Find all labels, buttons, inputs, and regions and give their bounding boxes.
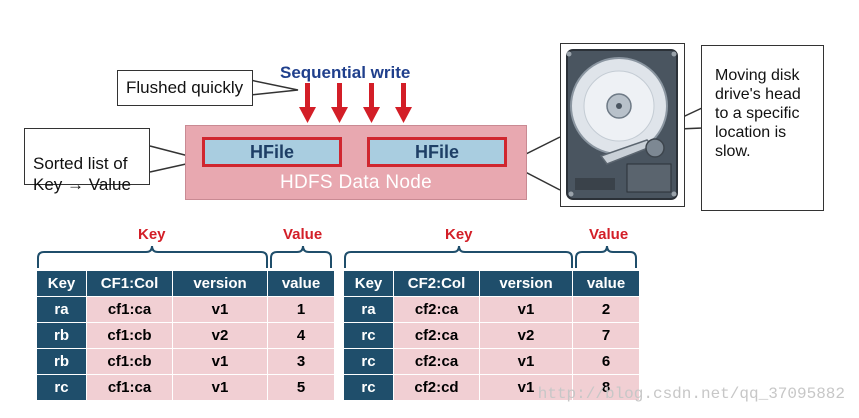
disk-note-text: Moving disk drive's head to a specific l… <box>715 67 801 160</box>
key-label-left: Key <box>138 226 166 243</box>
row-key: rc <box>36 374 87 401</box>
hfile-table-right: Key CF2:Col version value ra cf2:ca v1 2… <box>343 270 640 401</box>
key-label-right: Key <box>445 226 473 243</box>
hfile-label-1: HFile <box>249 141 294 162</box>
row-version: v1 <box>172 348 268 375</box>
write-arrow-2 <box>331 83 348 123</box>
row-value: 3 <box>267 348 335 375</box>
data-node-label: HDFS Data Node <box>279 172 433 193</box>
value-label-left: Value <box>283 226 323 243</box>
table-row: rc cf2:ca v2 7 <box>343 322 640 349</box>
disk-note-callout: Moving disk drive's head to a specific l… <box>701 45 824 211</box>
table-row: rc cf2:cd v1 8 <box>343 374 640 401</box>
hfile-box-2: HFile <box>367 137 507 167</box>
header-version: version <box>172 270 268 297</box>
write-arrow-3 <box>363 83 380 123</box>
value-label-right: Value <box>589 226 629 243</box>
table-row: rc cf1:ca v1 5 <box>36 374 335 401</box>
hfile-table-left: Key CF1:Col version value ra cf1:ca v1 1… <box>36 270 335 401</box>
sorted-list-callout: Sorted list of Key → Value <box>24 128 150 194</box>
row-version: v1 <box>172 296 268 323</box>
row-version: v2 <box>479 322 573 349</box>
hfile-label-2: HFile <box>414 141 459 162</box>
row-column: cf1:cb <box>86 348 173 375</box>
sequential-write-title: Sequential write <box>280 63 411 82</box>
row-column: cf1:ca <box>86 296 173 323</box>
table-row: rb cf1:cb v1 3 <box>36 348 335 375</box>
table-row: ra cf1:ca v1 1 <box>36 296 335 323</box>
hfile-box-1: HFile <box>202 137 342 167</box>
row-version: v1 <box>479 374 573 401</box>
hard-disk-icon <box>566 49 678 200</box>
header-version: version <box>479 270 573 297</box>
row-value: 6 <box>572 348 640 375</box>
header-value: value <box>572 270 640 297</box>
row-value: 7 <box>572 322 640 349</box>
table-header-row: Key CF2:Col version value <box>343 270 640 297</box>
row-column: cf2:ca <box>393 348 480 375</box>
row-key: rc <box>343 348 394 375</box>
key-brace-right <box>344 245 573 268</box>
header-value: value <box>267 270 335 297</box>
row-key: ra <box>36 296 87 323</box>
sorted-list-text: Sorted list of Key → Value <box>33 154 131 194</box>
row-column: cf2:cd <box>393 374 480 401</box>
table-header-row: Key CF1:Col version value <box>36 270 335 297</box>
sequential-write-arrows <box>299 83 412 123</box>
write-arrow-4 <box>395 83 412 123</box>
row-value: 8 <box>572 374 640 401</box>
row-version: v2 <box>172 322 268 349</box>
row-key: rc <box>343 374 394 401</box>
disk-drive-frame <box>560 43 685 207</box>
value-brace-right <box>575 245 637 268</box>
row-value: 5 <box>267 374 335 401</box>
row-value: 1 <box>267 296 335 323</box>
row-version: v1 <box>479 348 573 375</box>
header-key: Key <box>36 270 87 297</box>
table-row: rb cf1:cb v2 4 <box>36 322 335 349</box>
row-key: rb <box>36 322 87 349</box>
row-column: cf1:cb <box>86 322 173 349</box>
table-row: rc cf2:ca v1 6 <box>343 348 640 375</box>
row-column: cf2:ca <box>393 296 480 323</box>
flushed-pointer <box>249 79 299 96</box>
hdfs-data-node: HFile HFile HDFS Data Node <box>185 125 527 200</box>
row-column: cf1:ca <box>86 374 173 401</box>
row-version: v1 <box>172 374 268 401</box>
header-key: Key <box>343 270 394 297</box>
header-column: CF1:Col <box>86 270 173 297</box>
header-column: CF2:Col <box>393 270 480 297</box>
row-column: cf2:ca <box>393 322 480 349</box>
row-value: 2 <box>572 296 640 323</box>
key-brace-left <box>37 245 268 268</box>
row-key: rc <box>343 322 394 349</box>
flushed-quickly-callout: Flushed quickly <box>117 70 253 106</box>
table-row: ra cf2:ca v1 2 <box>343 296 640 323</box>
row-version: v1 <box>479 296 573 323</box>
row-key: rb <box>36 348 87 375</box>
flushed-quickly-text: Flushed quickly <box>126 78 244 97</box>
row-value: 4 <box>267 322 335 349</box>
row-key: ra <box>343 296 394 323</box>
write-arrow-1 <box>299 83 316 123</box>
value-brace-left <box>270 245 332 268</box>
source-watermark: http://blog.csdn.net/qq_37095882 <box>537 385 845 403</box>
